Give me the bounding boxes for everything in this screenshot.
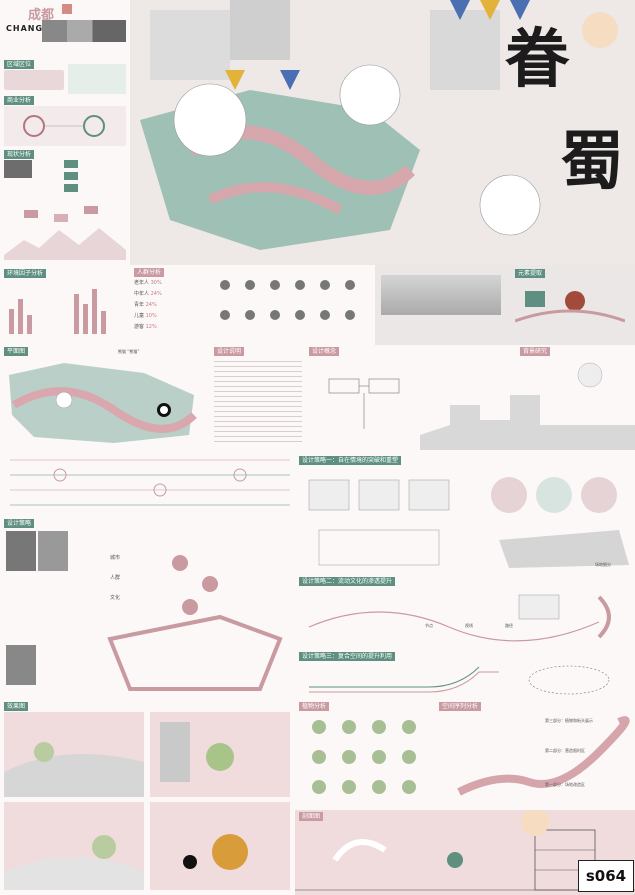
label-env: 环境因子分析 xyxy=(4,269,47,278)
site-plan xyxy=(9,363,197,443)
effect-render-2 xyxy=(150,712,290,797)
timeline-chart xyxy=(4,206,126,260)
space-seq-3: 第一部分：场地改造区 xyxy=(545,782,585,787)
activity-icons xyxy=(210,265,375,345)
panda-caption: 熊猫 “熊猫” xyxy=(118,349,140,354)
label-plan: 平面图 xyxy=(4,347,29,356)
plant-grid xyxy=(312,720,416,794)
label-strategy-3: 设计策略三：复合空间的提升利用 xyxy=(299,652,396,661)
hero-illustration xyxy=(140,0,618,250)
strategy-1-diagram xyxy=(308,477,629,568)
plant-panel: 植物分析 xyxy=(295,700,435,810)
label-space-seq: 空间序列分析 xyxy=(439,702,482,711)
point-3: 路径 xyxy=(505,623,513,628)
label-crowd: 人群分析 xyxy=(134,268,165,277)
big-title-1: 眷 xyxy=(505,22,569,97)
photo-buildings xyxy=(381,275,501,315)
effect-render-1 xyxy=(4,712,144,797)
strategy-2-panel: 设计策略二：流动文化的渗透提升 节点 视线 路径 xyxy=(295,575,635,650)
logo-seal: 金 xyxy=(62,4,72,21)
crowd-row-2: 中年人 24% xyxy=(134,291,162,297)
effect-render-3 xyxy=(4,802,144,890)
crowd-panel: 人群分析 老年人 30% 中年人 24% 青年 24% 儿童 10% 游客 12… xyxy=(130,265,210,345)
label-design-desc: 设计说明 xyxy=(214,347,245,356)
label-design-concept: 设计概念 xyxy=(309,347,340,356)
label-element-extract: 元素提取 xyxy=(515,269,546,278)
research-photo-1 xyxy=(6,531,36,571)
center-label-1: 城市 xyxy=(110,554,120,561)
env-panel: 环境因子分析 xyxy=(0,265,130,345)
strategy-panel: 设计策略 城市 人群 文化 xyxy=(0,515,295,700)
photo-strip xyxy=(42,20,126,42)
space-seq-panel: 空间序列分析 第三部分：植物和街头展示 第二部分：营造限时区 第一部分：场地改造… xyxy=(435,700,635,810)
point-1: 节点 xyxy=(425,623,433,628)
label-site-location: 区域区位 xyxy=(4,60,35,69)
activity-timeline xyxy=(0,450,295,515)
logo-subtitle-en: CHANGDU xyxy=(6,24,59,33)
crowd-row-4: 儿童 10% xyxy=(134,313,157,319)
strategy-network: 城市 人群 文化 xyxy=(107,554,283,691)
strategy-3-diagram xyxy=(309,665,610,695)
location-map xyxy=(4,70,64,90)
current-icons xyxy=(4,160,78,192)
element-extract-panel: 元素提取 xyxy=(375,265,635,345)
extract-sketch xyxy=(515,291,625,323)
env-bars xyxy=(9,289,106,334)
big-title-2: 蜀 xyxy=(560,124,624,199)
label-business: 商业分析 xyxy=(4,96,35,105)
plan-panel: 平面图 熊猫 “熊猫” xyxy=(0,345,210,450)
crowd-row-5: 游客 12% xyxy=(134,324,157,330)
logo-title-cn: 成都 xyxy=(28,8,55,23)
business-chart xyxy=(4,106,126,146)
sheet-tag-text: s064 xyxy=(585,867,627,885)
label-strategy-1: 设计策略一：自在情境的突破和重塑 xyxy=(299,456,402,465)
label-effect: 效果图 xyxy=(4,702,29,711)
concept-diagram xyxy=(328,378,400,429)
label-strategy-2: 设计策略二：流动文化的渗透提升 xyxy=(299,577,396,586)
strategy-3-panel: 设计策略三：复合空间的提升利用 xyxy=(295,650,635,700)
strategy-1-panel: 设计策略一：自在情境的突破和重塑 场地细分 xyxy=(295,450,635,575)
design-concept-panel: 设计概念 xyxy=(305,345,420,450)
space-seq-diagram xyxy=(457,716,630,796)
center-label-2: 人群 xyxy=(110,574,120,581)
effect-panel: 效果图 xyxy=(0,700,295,895)
research-photo-2 xyxy=(38,531,68,571)
design-desc-panel: 设计说明 xyxy=(210,345,305,450)
hero-render: 眷 蜀 xyxy=(130,0,635,265)
crowd-row-1: 老年人 30% xyxy=(134,280,162,286)
label-current: 现状分析 xyxy=(4,150,35,159)
location-map-2 xyxy=(68,64,126,94)
space-seq-2: 第二部分：营造限时区 xyxy=(545,748,585,753)
sheet-tag: s064 xyxy=(578,860,634,892)
research-photo-3 xyxy=(6,645,36,685)
space-seq-1: 第三部分：植物和街头展示 xyxy=(545,718,593,723)
label-background: 背景研究 xyxy=(520,347,551,356)
label-plant: 植物分析 xyxy=(299,702,330,711)
site-detail-label: 场地细分 xyxy=(595,562,611,567)
center-label-3: 文化 xyxy=(110,594,120,601)
background-panel: 背景研究 xyxy=(420,345,635,450)
site-info-panel: 成都 金 CHANGDU 区域区位 商业分析 现状分析 xyxy=(0,0,130,265)
section-panel: 剖面图 xyxy=(295,810,635,895)
text-block xyxy=(214,357,302,445)
point-2: 视线 xyxy=(465,623,473,628)
strategy-2-diagram xyxy=(308,594,611,642)
label-section: 剖面图 xyxy=(299,812,324,821)
label-strategy: 设计策略 xyxy=(4,519,35,528)
crowd-row-3: 青年 24% xyxy=(134,302,157,308)
background-sketch xyxy=(420,362,635,450)
effect-render-4 xyxy=(150,802,290,890)
